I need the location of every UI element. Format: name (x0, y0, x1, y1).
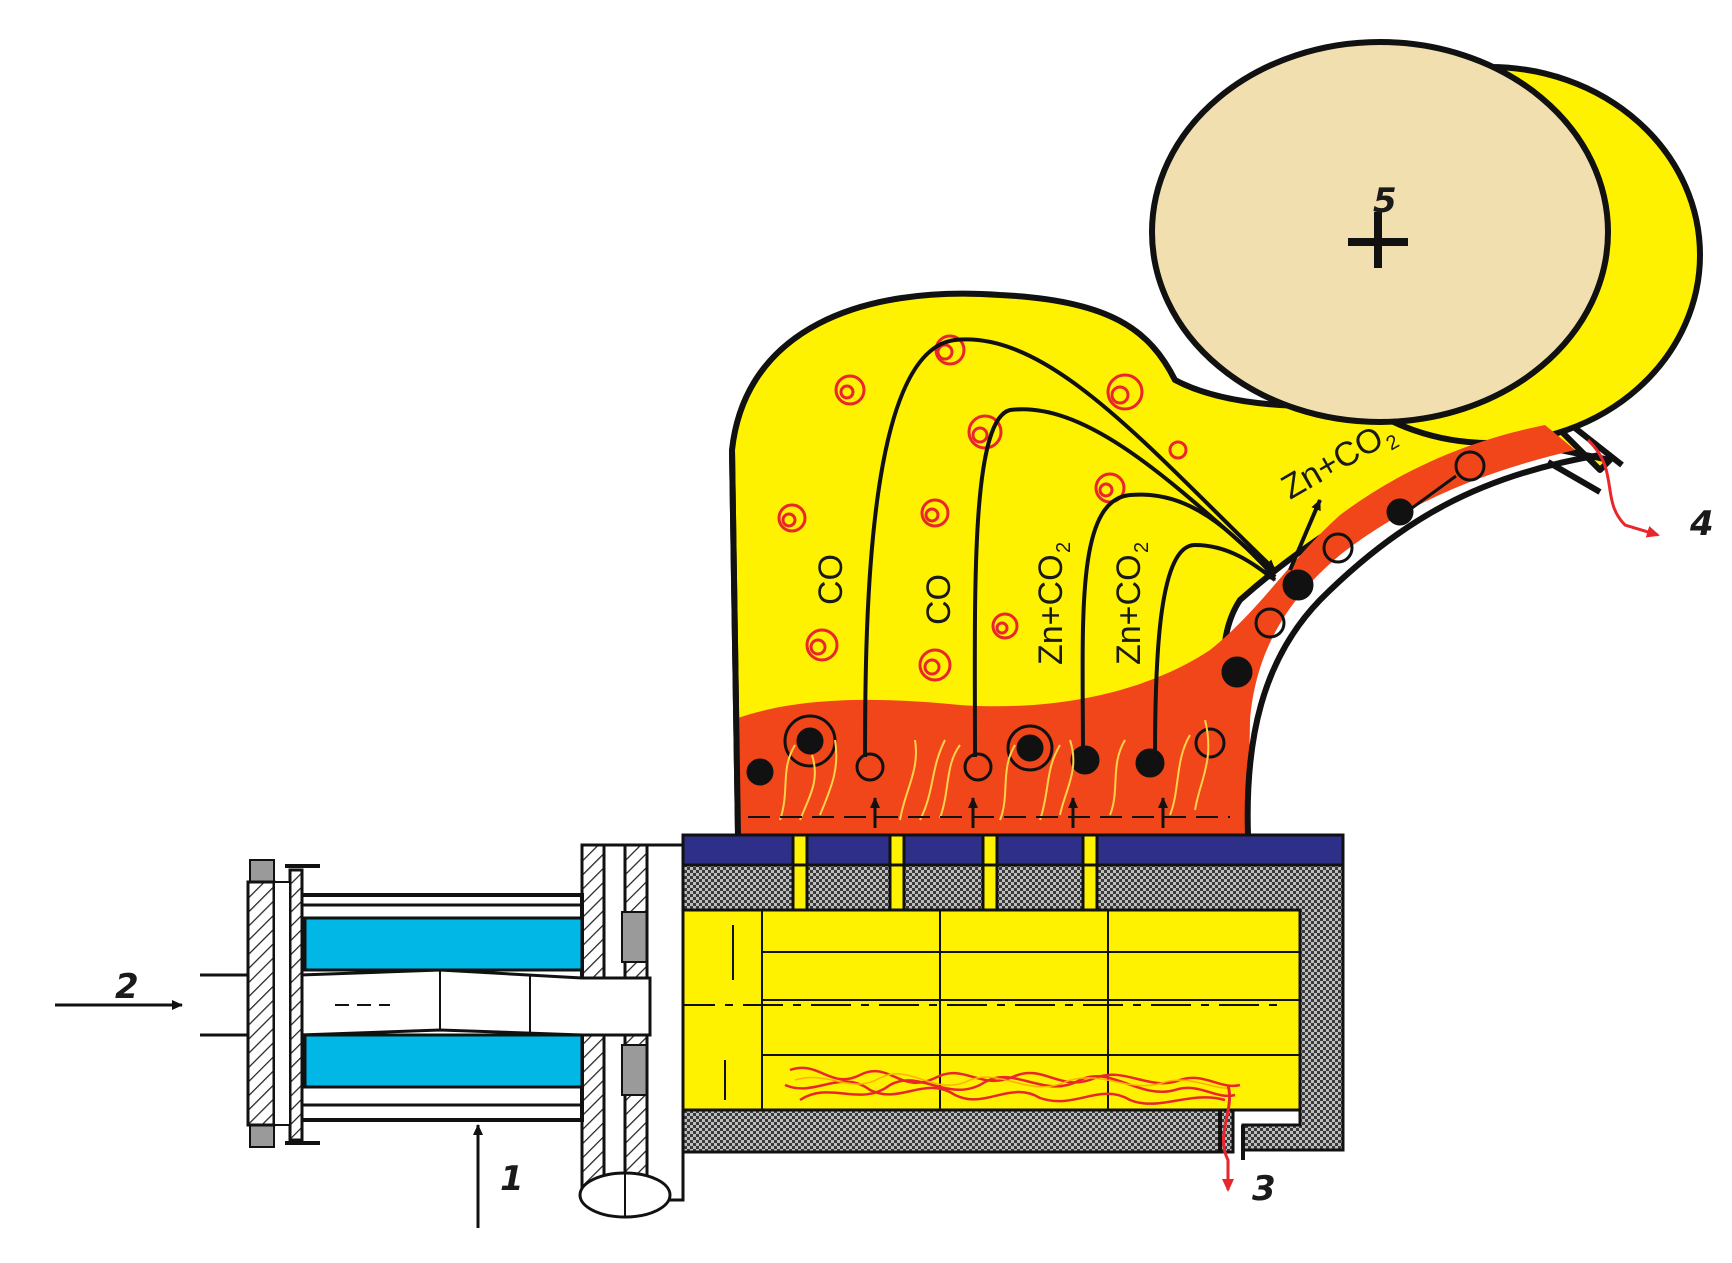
label-2: 2 (115, 967, 139, 1007)
drain-flow-3 (1222, 1084, 1234, 1192)
gas-label-co-2: CO (920, 574, 958, 625)
bed-particles (746, 450, 1486, 786)
water-jacket-top (303, 916, 584, 972)
flange-right-block-top (621, 911, 648, 963)
svg-text:Zn+CO: Zn+CO (1032, 554, 1070, 665)
plenum-bottom-insulation (681, 1108, 1235, 1154)
gas-label-co-1: CO (812, 554, 850, 605)
drum-center-mark (1348, 212, 1408, 268)
outlet-flow-4 (1586, 438, 1660, 538)
svg-text:2: 2 (1053, 542, 1075, 553)
gas-bubbles (777, 334, 1188, 682)
flange-left-spacer (273, 881, 291, 1126)
outlet-spout (1546, 425, 1624, 495)
water-jacket-bottom (303, 1033, 584, 1089)
flange-left-outer (246, 880, 276, 1127)
reactor-right-wall (1244, 452, 1601, 836)
flange-right-block-bottom (621, 1044, 648, 1096)
label-4: 4 (1689, 504, 1714, 544)
label-3: 3 (1252, 1169, 1276, 1209)
grate-plate (681, 833, 1345, 867)
plenum-flames-yellow (794, 1073, 1231, 1089)
reactor-left-wall (729, 449, 741, 836)
flange-left-bottom-cap (249, 1124, 275, 1148)
label-5: 5 (1373, 181, 1397, 221)
bed-flames (779, 719, 1210, 821)
label-1: 1 (500, 1159, 524, 1199)
flange-left-top-cap (249, 859, 275, 883)
gas-label-zn-co2-2: Zn+CO 2 (1110, 542, 1153, 665)
plenum-flames (784, 1066, 1241, 1105)
flange-right-cap (645, 843, 685, 1202)
flange-left-bolt (288, 868, 304, 1142)
svg-text:2: 2 (1131, 542, 1153, 553)
grate-air-arrows (870, 797, 1168, 828)
flow-paths (863, 337, 1322, 758)
svg-text:Zn+CO: Zn+CO (1110, 554, 1148, 665)
nozzle-gaps (791, 863, 1099, 912)
gas-label-zn-co2-1: Zn+CO 2 (1032, 542, 1075, 665)
plenum-lines (724, 910, 1300, 1110)
nozzle-taper (200, 968, 652, 1037)
bed-layer (738, 425, 1575, 835)
drain-pipe (1218, 1110, 1245, 1160)
